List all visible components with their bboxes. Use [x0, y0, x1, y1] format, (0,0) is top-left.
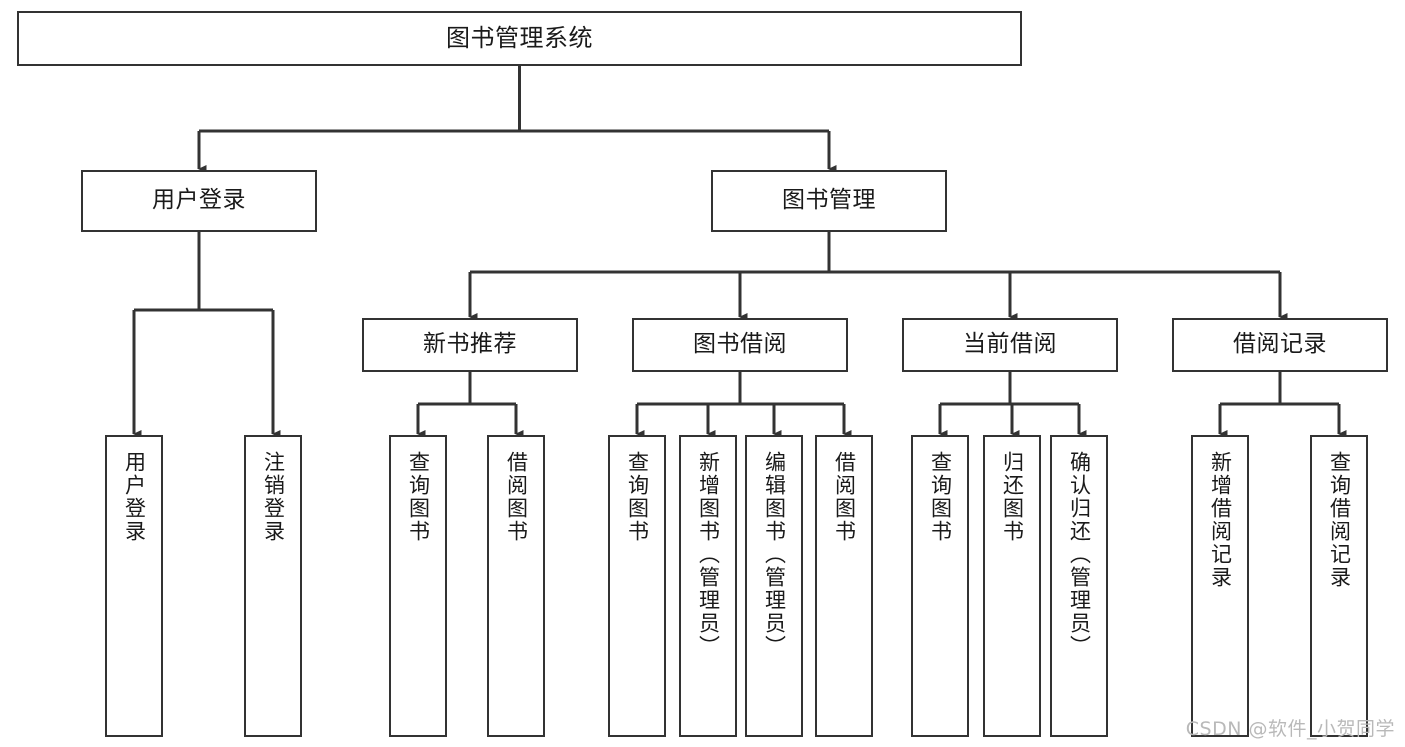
node-label: 借阅图书 [504, 451, 529, 543]
node-label: 借阅图书 [832, 451, 857, 543]
node-label: 用户登录 [122, 451, 147, 543]
node-label: 注销登录 [261, 451, 286, 543]
node-label: 查询图书 [406, 451, 431, 543]
node-leaf-add-borrow-record[interactable]: 新增借阅记录 [1191, 435, 1249, 737]
node-new-book-recommend[interactable]: 新书推荐 [362, 318, 578, 372]
node-leaf-return-book[interactable]: 归还图书 [983, 435, 1041, 737]
node-label: 当前借阅 [963, 331, 1057, 358]
node-leaf-confirm-return-admin[interactable]: 确认归还（管理员） [1050, 435, 1108, 737]
node-leaf-borrow-book-newbook[interactable]: 借阅图书 [487, 435, 545, 737]
node-label: 确认归还（管理员） [1067, 451, 1092, 658]
node-leaf-add-book-admin[interactable]: 新增图书（管理员） [679, 435, 737, 737]
node-label: 归还图书 [1000, 451, 1025, 543]
node-book-management-module[interactable]: 图书管理 [711, 170, 947, 232]
csdn-watermark: CSDN @软件_小贺同学 [1185, 718, 1395, 740]
node-borrow-records[interactable]: 借阅记录 [1172, 318, 1388, 372]
node-label: 查询图书 [625, 451, 650, 543]
node-leaf-user-login[interactable]: 用户登录 [105, 435, 163, 737]
node-current-borrow[interactable]: 当前借阅 [902, 318, 1118, 372]
node-leaf-query-book-newbook[interactable]: 查询图书 [389, 435, 447, 737]
node-label: 图书借阅 [693, 331, 787, 358]
node-leaf-borrow-book[interactable]: 借阅图书 [815, 435, 873, 737]
node-label: 新书推荐 [423, 331, 517, 358]
node-label: 新增借阅记录 [1208, 451, 1233, 589]
node-leaf-edit-book-admin[interactable]: 编辑图书（管理员） [745, 435, 803, 737]
node-book-borrow[interactable]: 图书借阅 [632, 318, 848, 372]
node-root-system[interactable]: 图书管理系统 [17, 11, 1022, 66]
node-leaf-user-logout[interactable]: 注销登录 [244, 435, 302, 737]
node-label: 图书管理 [782, 187, 876, 214]
node-label: 用户登录 [152, 187, 246, 214]
node-leaf-query-book-borrow[interactable]: 查询图书 [608, 435, 666, 737]
node-label: 查询图书 [928, 451, 953, 543]
node-label: 编辑图书（管理员） [762, 451, 787, 658]
node-leaf-query-book-current[interactable]: 查询图书 [911, 435, 969, 737]
node-label: 借阅记录 [1233, 331, 1327, 358]
node-user-login-module[interactable]: 用户登录 [81, 170, 317, 232]
node-leaf-query-borrow-record[interactable]: 查询借阅记录 [1310, 435, 1368, 737]
node-label: 查询借阅记录 [1327, 451, 1352, 589]
node-label: 图书管理系统 [446, 24, 593, 53]
node-label: 新增图书（管理员） [696, 451, 721, 658]
